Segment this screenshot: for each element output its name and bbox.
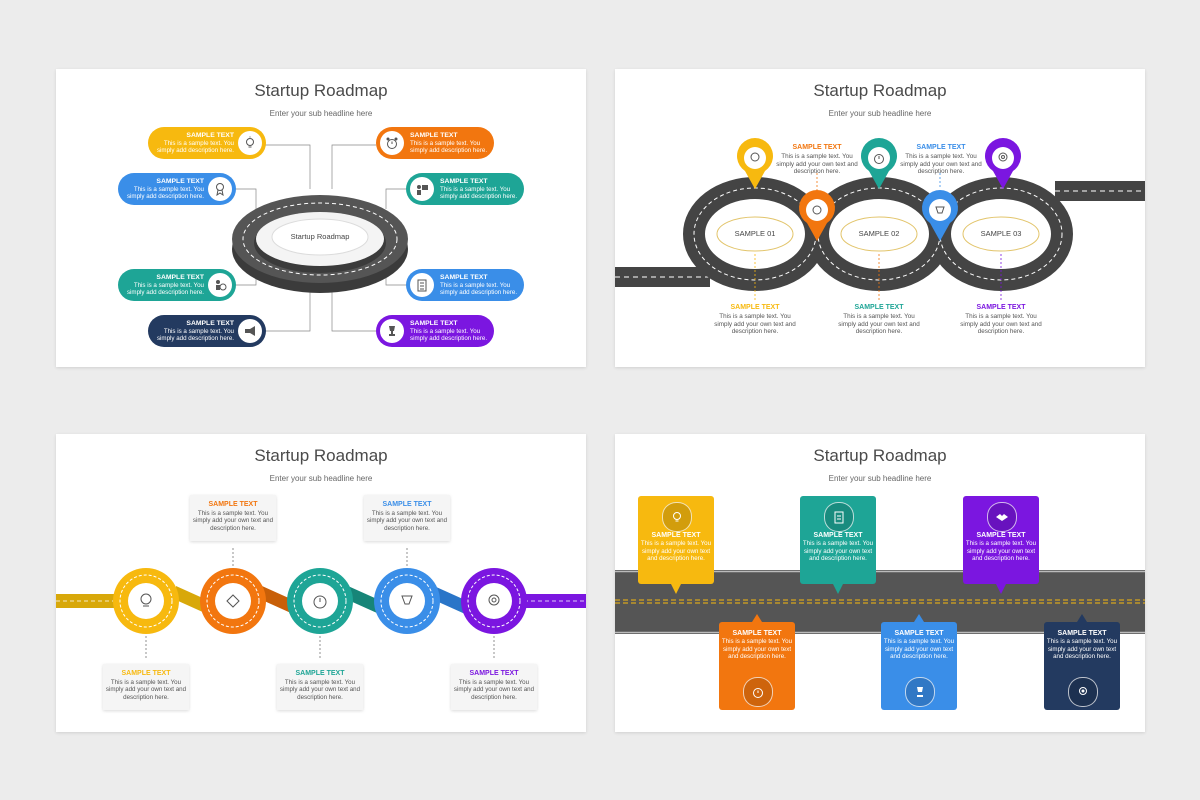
text-box-bottom-2: SAMPLE TEXT This is a sample text. You s… — [277, 664, 363, 710]
looped-road-graphic — [615, 138, 1145, 301]
slide-title: Startup Roadmap — [813, 81, 947, 100]
card-top-2: SAMPLE TEXT This is a sample text. You s… — [800, 496, 876, 584]
ring-center-label: Startup Roadmap — [290, 232, 350, 241]
text-block-bottom-3: SAMPLE TEXT This is a sample text. You s… — [960, 304, 1042, 336]
text-box-bottom-3: SAMPLE TEXT This is a sample text. You s… — [451, 664, 537, 710]
slide-circle-path-roadmap[interactable]: Startup Roadmap Enter your sub headline … — [56, 434, 586, 732]
handshake-icon — [987, 502, 1017, 532]
loop-label-3: SAMPLE 03 — [980, 229, 1022, 238]
slide-title: Startup Roadmap — [254, 446, 388, 465]
loop-label-1: SAMPLE 01 — [734, 229, 776, 238]
lightbulb-icon — [238, 131, 262, 155]
text-box-top-1: SAMPLE TEXT This is a sample text. You s… — [190, 495, 276, 541]
alarm-clock-icon — [743, 677, 773, 707]
trophy-icon — [905, 677, 935, 707]
team-icon — [208, 273, 232, 297]
slide-circular-roadmap[interactable]: Startup Roadmap Enter your sub headline … — [56, 69, 586, 367]
checklist-icon — [410, 273, 434, 297]
pill-item-8[interactable]: SAMPLE TEXT This is a sample text. You s… — [376, 315, 494, 347]
alarm-clock-icon — [380, 131, 404, 155]
pill-item-3[interactable]: SAMPLE TEXT This is a sample text. You s… — [118, 269, 236, 301]
slide-title: Startup Roadmap — [813, 446, 947, 465]
slide-title: Startup Roadmap — [254, 81, 388, 100]
slide-subtitle: Enter your sub headline here — [828, 474, 932, 483]
presenter-icon — [410, 177, 434, 201]
pill-item-5[interactable]: SAMPLE TEXT This is a sample text. You s… — [376, 127, 494, 159]
card-top-1: SAMPLE TEXT This is a sample text. You s… — [638, 496, 714, 584]
ring-road-graphic — [232, 144, 408, 332]
megaphone-icon — [238, 319, 262, 343]
pill-item-7[interactable]: SAMPLE TEXT This is a sample text. You s… — [406, 269, 524, 301]
card-top-3: SAMPLE TEXT This is a sample text. You s… — [963, 496, 1039, 584]
card-bottom-3: SAMPLE TEXT This is a sample text. You s… — [1044, 622, 1120, 710]
slide-figure-eight-roadmap[interactable]: Startup Roadmap Enter your sub headline … — [615, 69, 1145, 367]
award-icon — [208, 177, 232, 201]
checklist-icon — [824, 502, 854, 532]
pill-item-2[interactable]: SAMPLE TEXT This is a sample text. You s… — [118, 173, 236, 205]
card-bottom-2: SAMPLE TEXT This is a sample text. You s… — [881, 622, 957, 710]
slide-subtitle: Enter your sub headline here — [828, 109, 932, 118]
loop-label-2: SAMPLE 02 — [858, 229, 900, 238]
slide-highway-roadmap[interactable]: Startup Roadmap Enter your sub headline … — [615, 434, 1145, 732]
text-block-top-2: SAMPLE TEXT This is a sample text. You s… — [900, 144, 982, 176]
slide-subtitle: Enter your sub headline here — [269, 109, 373, 118]
trophy-icon — [380, 319, 404, 343]
text-block-top-1: SAMPLE TEXT This is a sample text. You s… — [776, 144, 858, 176]
text-box-top-2: SAMPLE TEXT This is a sample text. You s… — [364, 495, 450, 541]
pill-item-1[interactable]: SAMPLE TEXT This is a sample text. You s… — [148, 127, 266, 159]
pill-item-6[interactable]: SAMPLE TEXT This is a sample text. You s… — [406, 173, 524, 205]
slide-subtitle: Enter your sub headline here — [269, 474, 373, 483]
text-box-bottom-1: SAMPLE TEXT This is a sample text. You s… — [103, 664, 189, 710]
lightbulb-icon — [662, 502, 692, 532]
card-bottom-1: SAMPLE TEXT This is a sample text. You s… — [719, 622, 795, 710]
circle-path-graphic — [56, 546, 586, 660]
text-block-bottom-1: SAMPLE TEXT This is a sample text. You s… — [714, 304, 796, 336]
award-icon — [1068, 677, 1098, 707]
pill-item-4[interactable]: SAMPLE TEXT This is a sample text. You s… — [148, 315, 266, 347]
text-block-bottom-2: SAMPLE TEXT This is a sample text. You s… — [838, 304, 920, 336]
